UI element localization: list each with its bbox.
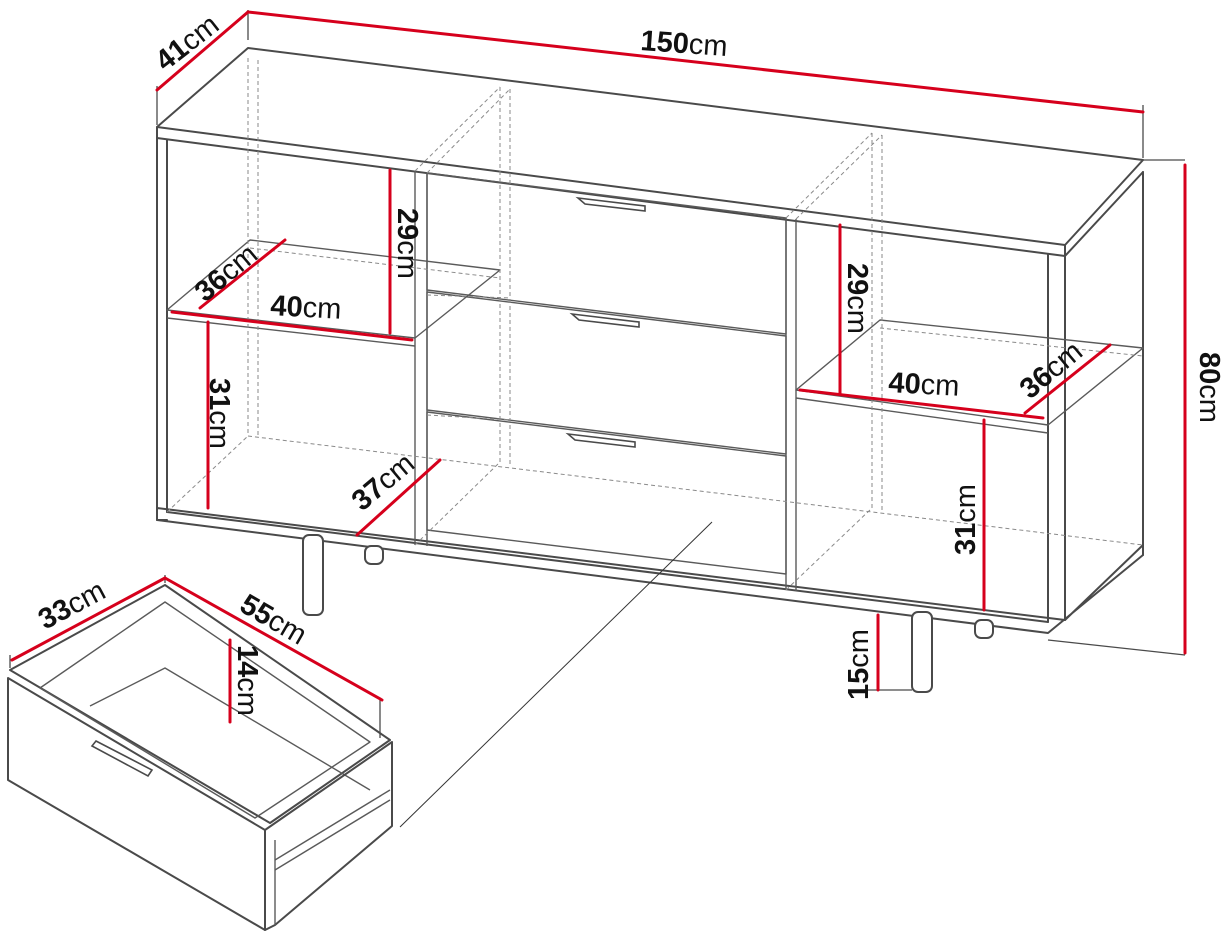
label-drawer-height-value: 14 — [231, 645, 263, 677]
top-board — [156, 47, 1144, 246]
drawer-detail-handle — [90, 739, 154, 778]
drawer-front-1 — [426, 172, 787, 335]
drawer-leader-line — [399, 521, 713, 828]
drawer-side-groove — [274, 789, 391, 861]
label-leg-height-unit: cm — [843, 629, 875, 668]
right-shelf-edge — [795, 397, 1049, 434]
drawer-handle-1 — [575, 196, 646, 212]
drawer-handle-2 — [569, 312, 640, 328]
label-height-value: 80 — [1193, 352, 1225, 384]
label-left-bottom-height-unit: cm — [203, 410, 235, 449]
label-width-unit: cm — [688, 28, 729, 63]
dimension-lines — [10, 10, 1187, 724]
dim-left-bottom-depth-line — [355, 458, 442, 537]
drawer-inner — [39, 601, 371, 819]
dimension-labels: 150cm 41cm 80cm 15cm 29cm 36cm 40cm 31cm… — [33, 9, 1225, 716]
extension-lines — [9, 10, 1186, 738]
drawer-inner-bottom — [89, 667, 371, 791]
dim-width-line — [246, 10, 1145, 114]
label-left-bottom-depth: 37cm — [346, 447, 421, 517]
right-shelf — [795, 319, 1144, 426]
label-left-shelf-width: 40cm — [270, 290, 343, 326]
label-right-shelf-width-unit: cm — [920, 369, 960, 403]
label-left-bottom-height: 31cm — [203, 378, 235, 449]
label-left-shelf-width-value: 40 — [270, 290, 304, 324]
drawer-side — [264, 741, 393, 931]
drawer-side-groove-2 — [274, 799, 391, 871]
label-left-top-height: 29cm — [391, 208, 423, 279]
dim-left-shelf-depth-line — [198, 238, 287, 310]
bottom-board-inner — [166, 511, 1049, 623]
label-width-value: 150 — [640, 25, 691, 60]
label-drawer-height-unit: cm — [231, 677, 263, 716]
drawer-front-panel — [7, 677, 266, 931]
drawer-handle-3 — [565, 432, 636, 448]
label-left-shelf-width-unit: cm — [302, 292, 342, 326]
label-right-bottom-height: 31cm — [950, 484, 982, 555]
drawer-body-top — [9, 584, 391, 824]
left-side-panel — [156, 137, 168, 521]
label-drawer-height: 14cm — [231, 645, 263, 716]
top-board-front-edge — [156, 126, 1144, 257]
dim-right-shelf-width-line — [798, 388, 1045, 420]
label-right-bottom-height-value: 31 — [950, 523, 982, 555]
label-right-top-height: 29cm — [841, 263, 873, 334]
dim-drawer-width-line — [10, 576, 167, 662]
dim-right-shelf-depth-line — [1023, 343, 1112, 415]
dim-drawer-depth-line — [163, 576, 384, 702]
label-leg-height-value: 15 — [843, 668, 875, 700]
label-right-bottom-height-unit: cm — [950, 484, 982, 523]
dim-left-shelf-width-line — [170, 310, 414, 342]
label-right-top-height-value: 29 — [841, 263, 873, 295]
label-left-top-height-value: 29 — [391, 208, 423, 240]
dim-depth-line — [155, 10, 250, 92]
leg-front-left — [302, 534, 324, 616]
leg-front-right — [911, 611, 933, 693]
label-right-top-height-unit: cm — [841, 295, 873, 334]
leg-back-left — [364, 545, 384, 565]
drawer-detail — [7, 584, 393, 931]
label-width: 150cm — [640, 25, 729, 63]
leg-back-right — [974, 619, 994, 639]
hidden-edges — [166, 58, 1144, 591]
label-height: 80cm — [1193, 352, 1225, 423]
label-right-shelf-width: 40cm — [888, 367, 961, 403]
sideboard — [156, 47, 1144, 693]
label-left-top-height-unit: cm — [391, 240, 423, 279]
label-right-shelf-width-value: 40 — [888, 367, 922, 401]
label-left-bottom-height-value: 31 — [203, 378, 235, 410]
label-height-unit: cm — [1193, 384, 1225, 423]
drawer-front-3 — [426, 411, 787, 575]
drawer-front-2 — [426, 291, 787, 455]
label-leg-height: 15cm — [843, 629, 875, 700]
